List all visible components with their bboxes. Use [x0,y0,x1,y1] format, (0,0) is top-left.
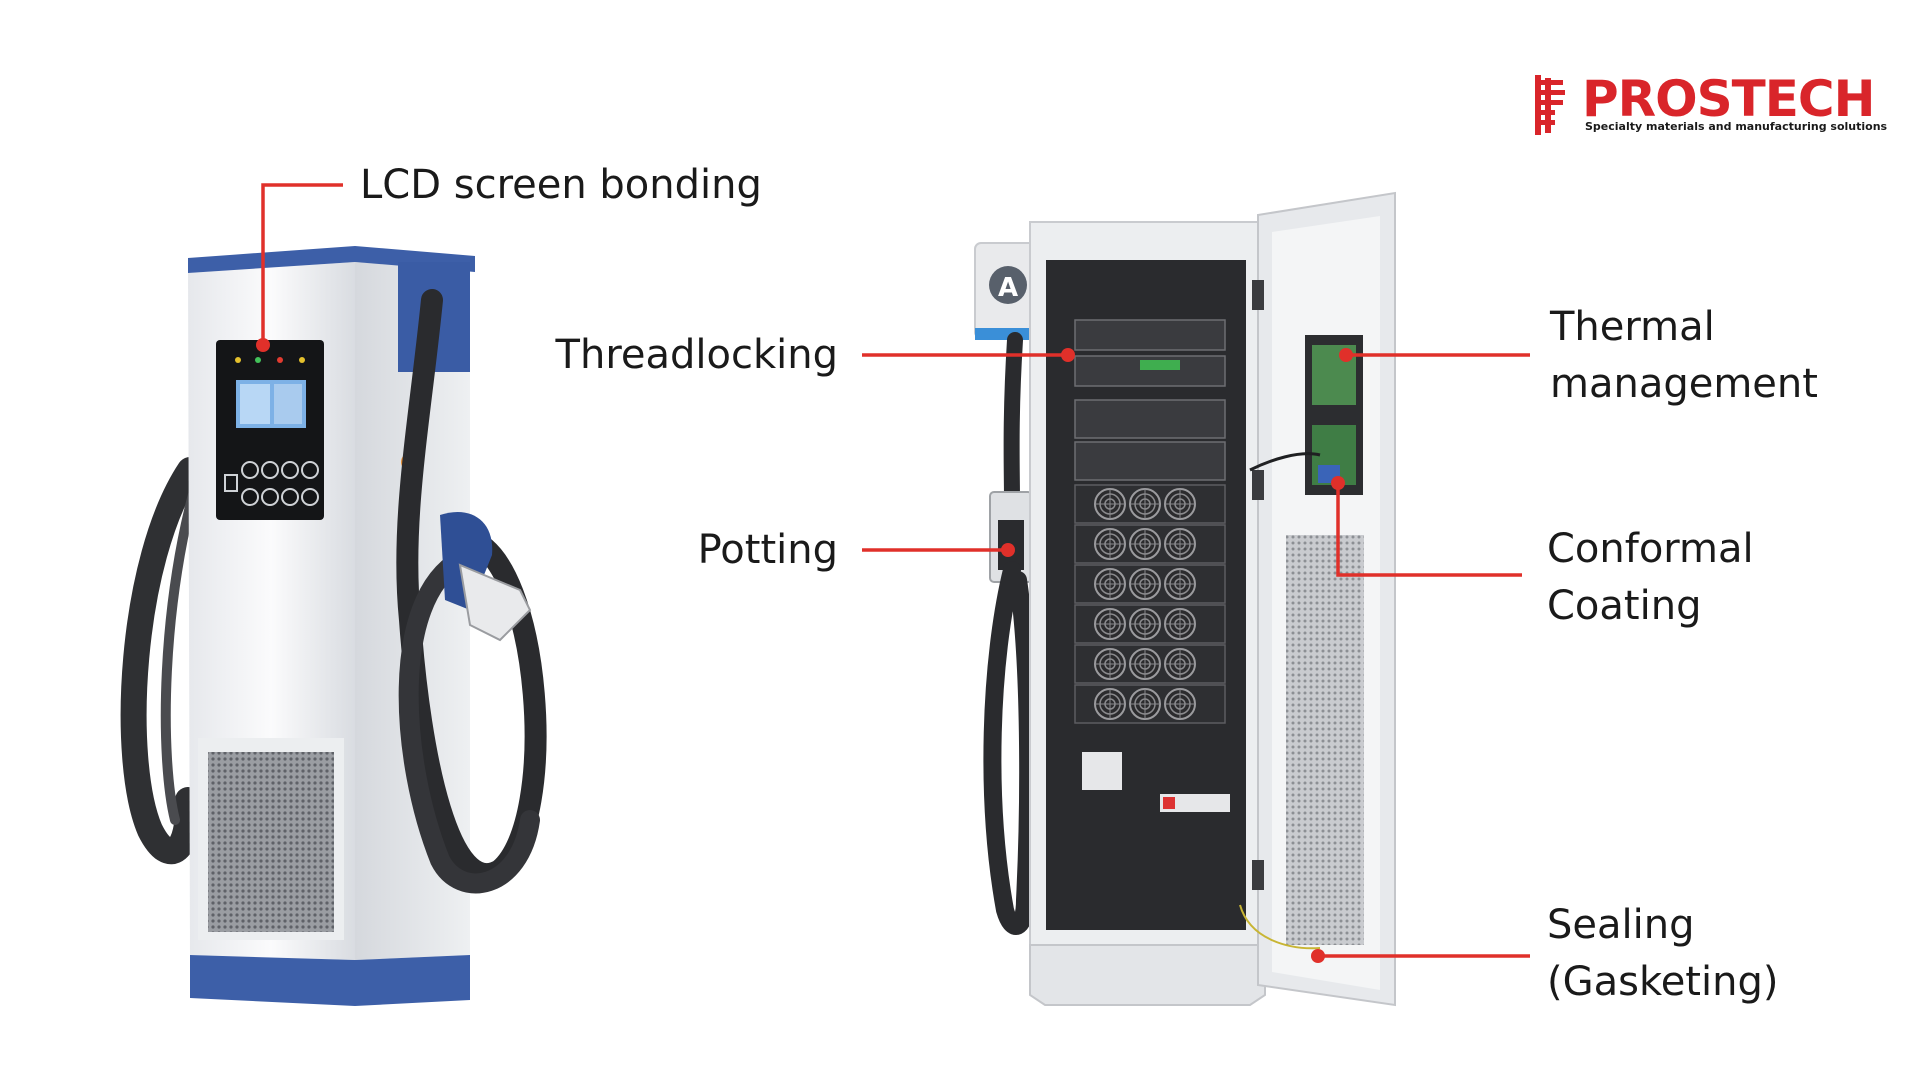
callout-dots [256,338,1353,963]
callouts [261,183,1530,958]
left-cable-highlight [160,465,205,825]
callout-thermal-dot [1339,348,1353,362]
ev-charger-cabinet: A [974,191,1396,1007]
charger-base [190,955,470,1006]
cabinet-badge: A [998,273,1018,303]
front-cable-loop [398,550,540,894]
callout-lcd-line [261,183,343,342]
callout-potting-dot [1001,543,1015,557]
brand-name: PROSTECH [1582,70,1875,128]
ground-wire [1239,904,1321,950]
brand-logo: PROSTECH Specialty materials and manufac… [1525,70,1887,142]
indicator-led [255,357,261,363]
front-cable [396,289,547,885]
callout-conformal-line [1336,483,1522,577]
label-conformal-line1: Conformal [1547,526,1754,572]
callout-lcd-dot [256,338,270,352]
indicator-led [299,357,305,363]
label-thermal-line1: Thermal [1550,304,1715,350]
keypad [224,461,319,506]
badge-circle [989,266,1027,304]
brand-tagline: Specialty materials and manufacturing so… [1585,120,1888,133]
control-panel [216,340,324,520]
label-potting: Potting [697,527,838,573]
indicator-led [277,357,283,363]
charger-top-cap [188,246,475,273]
door-filter [1286,535,1364,945]
hinge [1252,860,1264,890]
callout-conformal-dot [1331,476,1345,490]
label-sealing-line1: Sealing [1547,902,1695,948]
label-thermal-line2: management [1550,361,1818,407]
wire [1249,452,1321,472]
lcd-screen-tile [240,384,270,424]
indicator-led [235,357,241,363]
label-sealing-line2: (Gasketing) [1547,959,1779,1005]
callout-sealing-dot [1311,949,1325,963]
hinge [1252,470,1264,500]
cabinet-cable [983,561,1038,935]
breaker-strip [1160,794,1230,812]
breaker [1082,752,1122,790]
vent-grille [208,752,334,932]
label-threadlocking: Threadlocking [555,332,838,378]
callout-threadlocking-dot [1061,348,1075,362]
label-lcd-screen-bonding: LCD screen bonding [360,162,762,208]
ev-charger-pedestal [120,246,547,1006]
cabinet-cable-top [1003,332,1023,508]
label-conformal-line2: Coating [1547,583,1702,629]
hinge [1252,280,1264,310]
charging-nozzle [458,563,532,642]
cabinet-plinth [1029,944,1266,1006]
power-modules [1074,319,1226,481]
left-cable [120,457,203,865]
lcd-screen-tile [274,384,302,424]
breaker-indicator [1163,797,1175,809]
brand-mark [1535,75,1565,135]
fan-modules [1074,484,1226,724]
